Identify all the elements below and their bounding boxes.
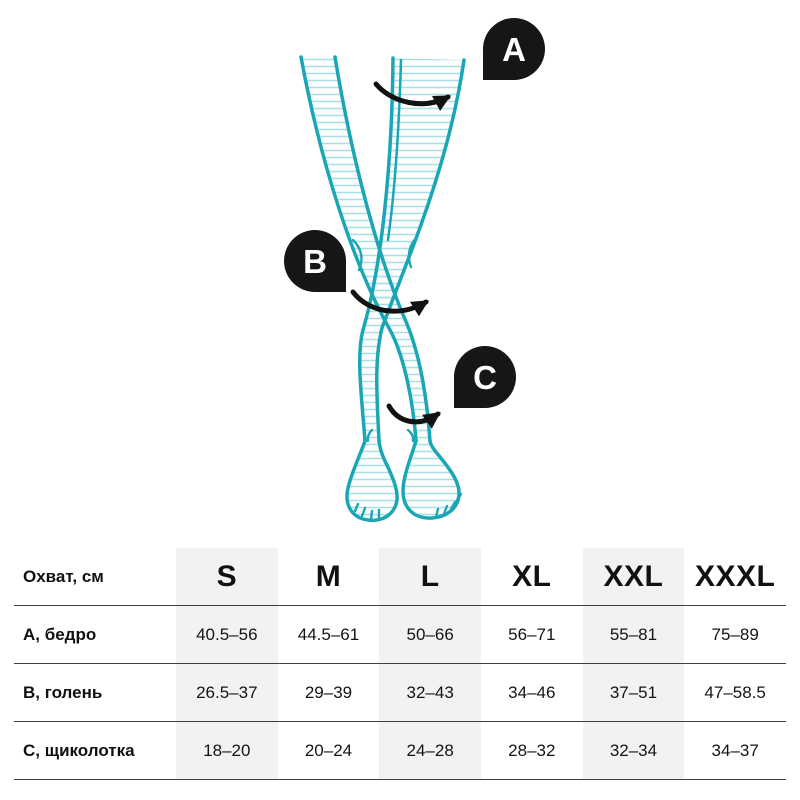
calf-value-xxl: 37–51 — [582, 663, 685, 722]
measurement-arrows — [350, 81, 451, 429]
marker-b-badge: B — [284, 230, 346, 292]
measurement-figure: A B C — [284, 18, 545, 523]
thigh-value-xxl: 55–81 — [582, 605, 685, 664]
size-table-section: Охват, см S M L XL XXL XXXL А, бедро 40.… — [0, 545, 800, 780]
foot-left — [345, 439, 399, 523]
thigh-value-s: 40.5–56 — [176, 605, 278, 664]
calf-value-xl: 34–46 — [480, 663, 583, 722]
foot-right — [401, 439, 461, 520]
leg-right-edge — [375, 58, 466, 443]
size-column-header-m: M — [277, 548, 380, 606]
calf-value-l: 32–43 — [379, 663, 481, 722]
row-label-calf: В, голень — [14, 663, 176, 722]
ankle-value-xxl: 32–34 — [582, 721, 685, 780]
thigh-contour-line — [386, 58, 403, 242]
size-table-header-row: Охват, см S M L XL XXL XXXL — [14, 548, 786, 606]
calf-arrow — [350, 289, 429, 317]
calf-value-s: 26.5–37 — [176, 663, 278, 722]
leg-left-edge — [333, 55, 432, 443]
ankle-value-l: 24–28 — [379, 721, 481, 780]
thigh-arrow — [373, 81, 451, 111]
ankle-value-m: 20–24 — [277, 721, 380, 780]
marker-b-label: B — [303, 242, 327, 280]
thigh-value-xl: 56–71 — [480, 605, 583, 664]
table-row-ankle: С, щиколотка 18–20 20–24 24–28 28–32 32–… — [14, 721, 786, 780]
leg-left-edge — [299, 55, 418, 443]
ankle-value-xl: 28–32 — [480, 721, 583, 780]
anatomy-detail-lines — [351, 236, 463, 521]
measure-unit-header: Охват, см — [14, 548, 176, 606]
ankle-value-s: 18–20 — [176, 721, 278, 780]
row-label-ankle: С, щиколотка — [14, 721, 176, 780]
size-column-header-s: S — [176, 548, 278, 606]
calf-value-xxxl: 47–58.5 — [684, 663, 786, 722]
size-column-header-l: L — [379, 548, 481, 606]
thigh-value-l: 50–66 — [379, 605, 481, 664]
calf-value-m: 29–39 — [277, 663, 380, 722]
marker-a-badge: A — [483, 18, 545, 80]
marker-c-label: C — [473, 358, 497, 396]
table-row-calf: В, голень 26.5–37 29–39 32–43 34–46 37–5… — [14, 663, 786, 722]
ankle-value-xxxl: 34–37 — [684, 721, 786, 780]
ankle-arrow — [386, 403, 441, 429]
leg-outlines — [299, 55, 466, 523]
marker-c-badge: C — [454, 346, 516, 408]
legs-illustration — [299, 55, 466, 523]
size-table: Охват, см S M L XL XXL XXXL А, бедро 40.… — [14, 548, 786, 780]
table-row-thigh: А, бедро 40.5–56 44.5–61 50–66 56–71 55–… — [14, 605, 786, 664]
thigh-value-xxxl: 75–89 — [684, 605, 786, 664]
row-label-thigh: А, бедро — [14, 605, 176, 664]
size-column-header-xl: XL — [480, 548, 583, 606]
thigh-value-m: 44.5–61 — [277, 605, 380, 664]
marker-a-label: A — [502, 30, 526, 68]
size-column-header-xxxl: XXXL — [684, 548, 786, 606]
size-column-header-xxl: XXL — [582, 548, 685, 606]
